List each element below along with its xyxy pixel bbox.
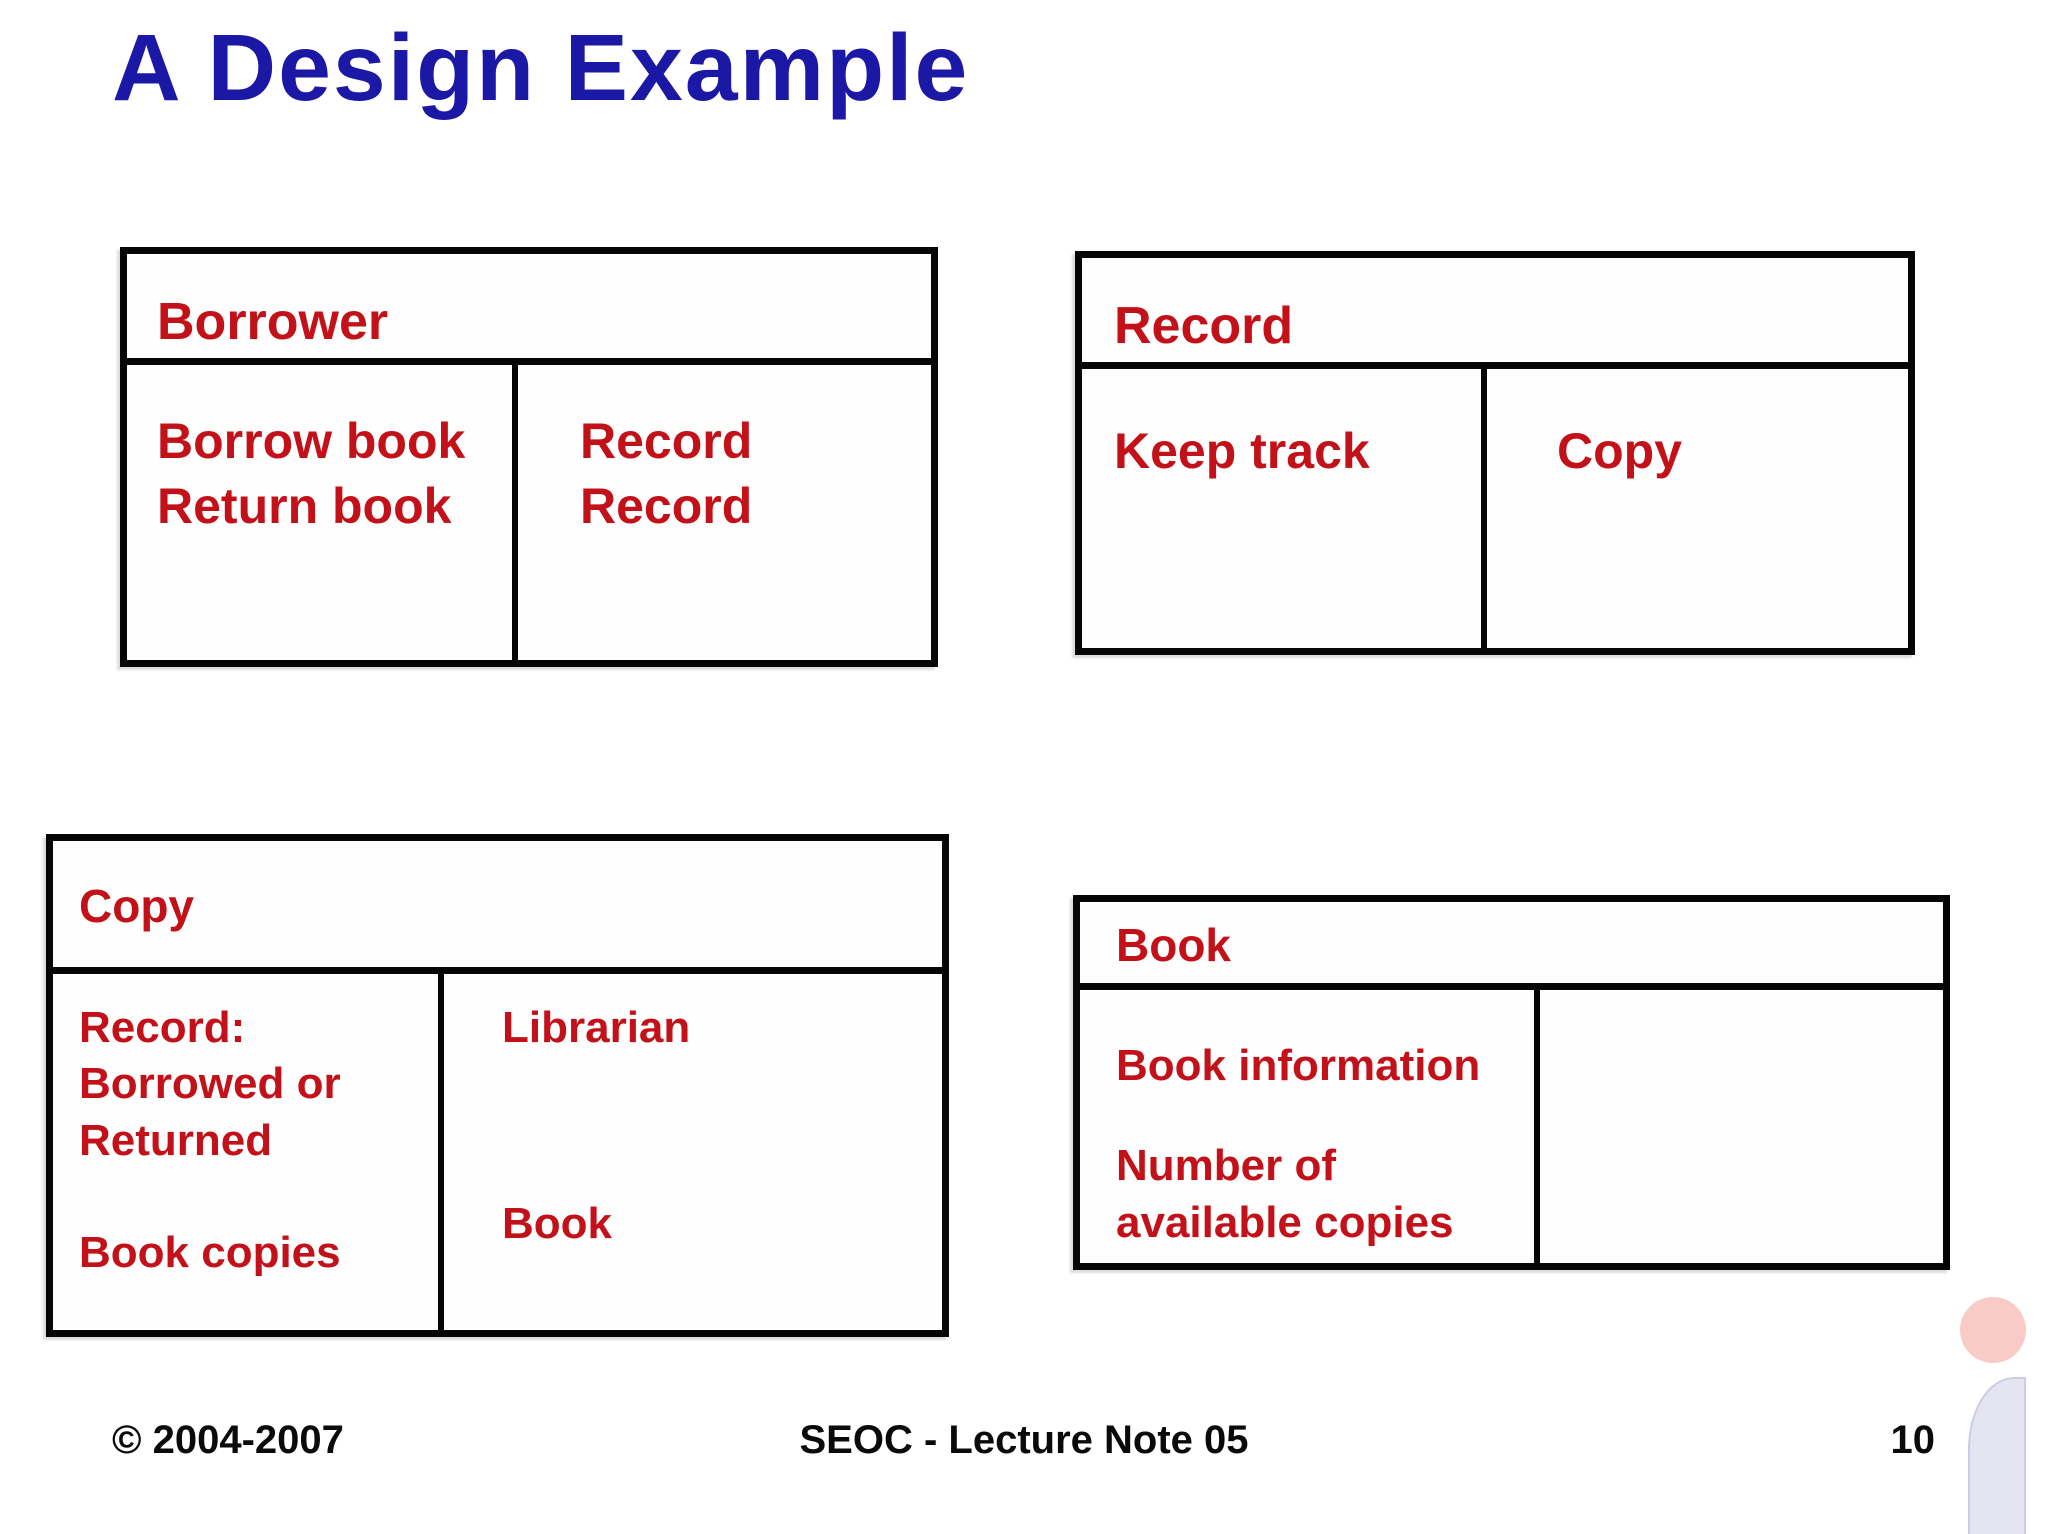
decorative-pink-circle: [1960, 1297, 2026, 1363]
responsibilities-text-2: Book copies: [79, 1227, 341, 1277]
collaborators-text-2: Book: [502, 1199, 612, 1249]
footer-copyright: © 2004-2007: [112, 1418, 344, 1462]
footer-lecture-label: SEOC - Lecture Note 05: [799, 1418, 1249, 1462]
footer-page-number: 10: [1890, 1418, 1936, 1462]
card-body: Keep track Copy: [1082, 369, 1908, 648]
collaborators-cell: Librarian Book: [444, 974, 942, 1330]
collaborators-cell: Copy: [1487, 369, 1908, 648]
responsibilities-text: Borrow book Return book: [157, 413, 466, 534]
responsibilities-cell: Borrow book Return book: [127, 365, 518, 660]
collaborators-text: Copy: [1557, 423, 1682, 479]
collaborators-text: Record Record: [580, 413, 753, 534]
responsibilities-text: Record: Borrowed or Returned: [79, 1003, 341, 1165]
slide-title: A Design Example: [112, 15, 970, 121]
responsibilities-cell: Keep track: [1082, 369, 1487, 648]
responsibilities-cell: Book information Number of available cop…: [1080, 990, 1540, 1263]
crc-card-book: Book Book information Number of availabl…: [1073, 895, 1950, 1270]
responsibilities-cell: Record: Borrowed or Returned Book copies: [53, 974, 444, 1330]
crc-card-record: Record Keep track Copy: [1075, 251, 1915, 655]
crc-card-borrower: Borrower Borrow book Return book Record …: [120, 247, 938, 667]
responsibilities-text: Book information: [1116, 1041, 1481, 1090]
card-title: Book: [1080, 902, 1943, 990]
card-title: Record: [1082, 258, 1908, 369]
card-body: Record: Borrowed or Returned Book copies…: [53, 974, 942, 1330]
decorative-lavender-bar: [1968, 1377, 2026, 1534]
card-title: Copy: [53, 841, 942, 974]
responsibilities-text: Keep track: [1114, 423, 1370, 479]
card-body: Borrow book Return book Record Record: [127, 365, 931, 660]
collaborators-text: Librarian: [502, 1003, 691, 1052]
collaborators-cell: [1540, 990, 1943, 1263]
responsibilities-text-2: Number of available copies: [1116, 1141, 1454, 1247]
card-title: Borrower: [127, 254, 931, 365]
crc-card-copy: Copy Record: Borrowed or Returned Book c…: [46, 834, 949, 1337]
collaborators-cell: Record Record: [518, 365, 931, 660]
card-body: Book information Number of available cop…: [1080, 990, 1943, 1263]
